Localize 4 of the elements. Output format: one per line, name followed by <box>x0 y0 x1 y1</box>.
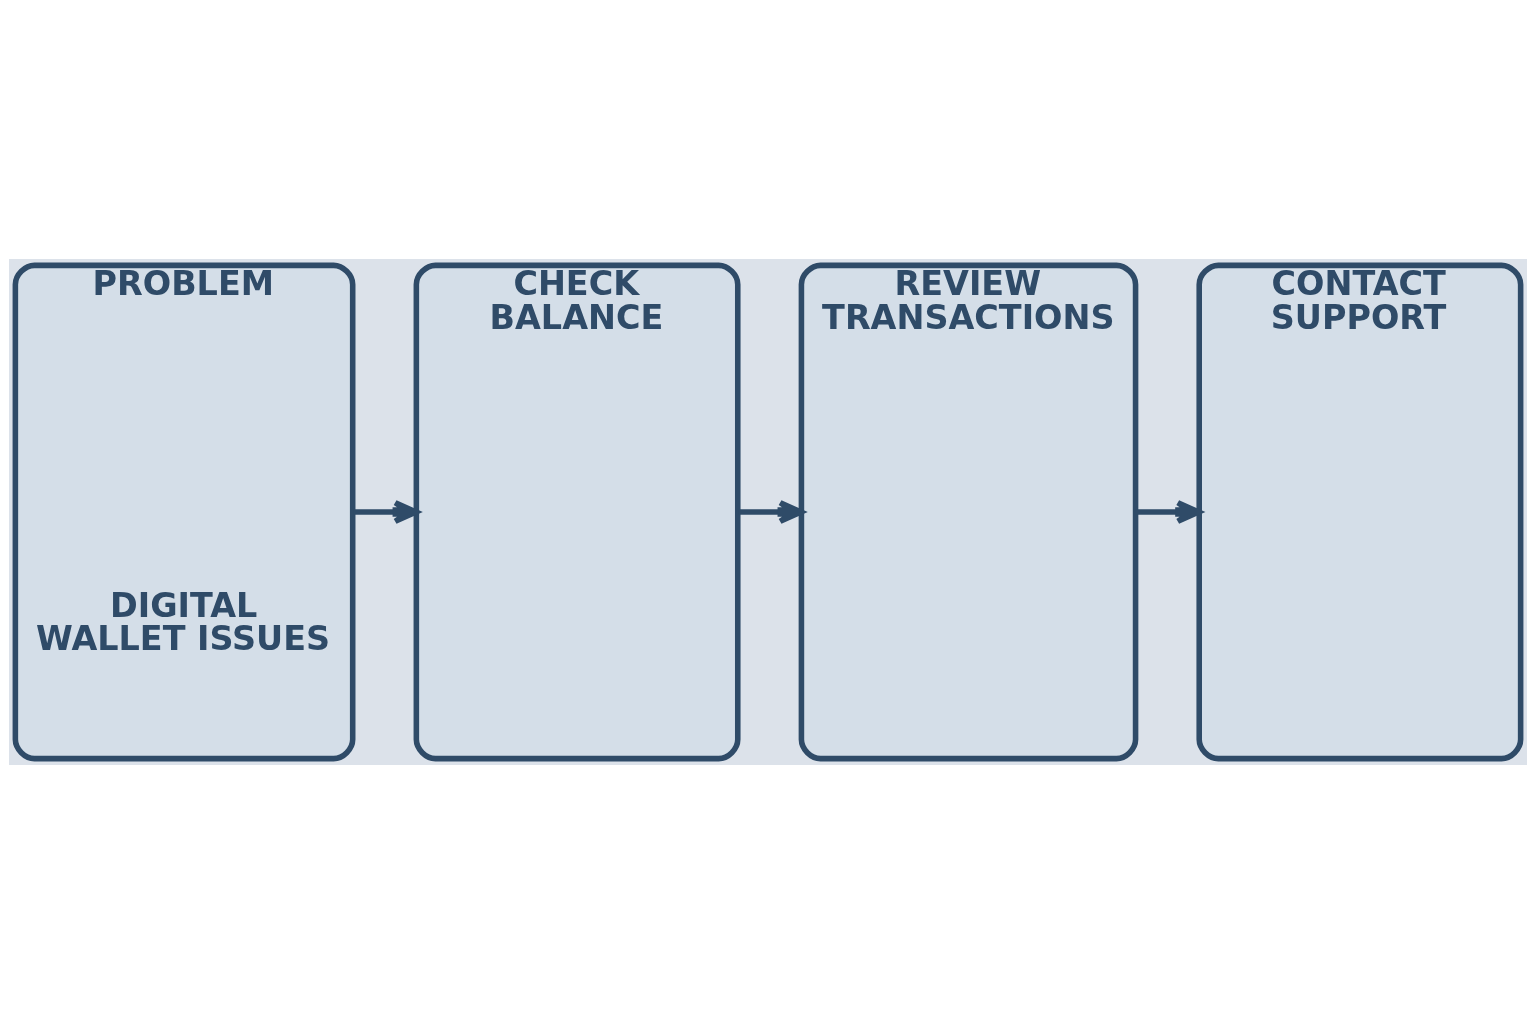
node-box: CONTACT SUPPORT <box>1196 262 1524 762</box>
node-box: REVIEW TRANSACTIONS <box>798 262 1139 762</box>
node-box: PROBLEM DIGITAL WALLET ISSUES <box>12 262 356 762</box>
node-box: CHECK BALANCE <box>413 262 741 762</box>
